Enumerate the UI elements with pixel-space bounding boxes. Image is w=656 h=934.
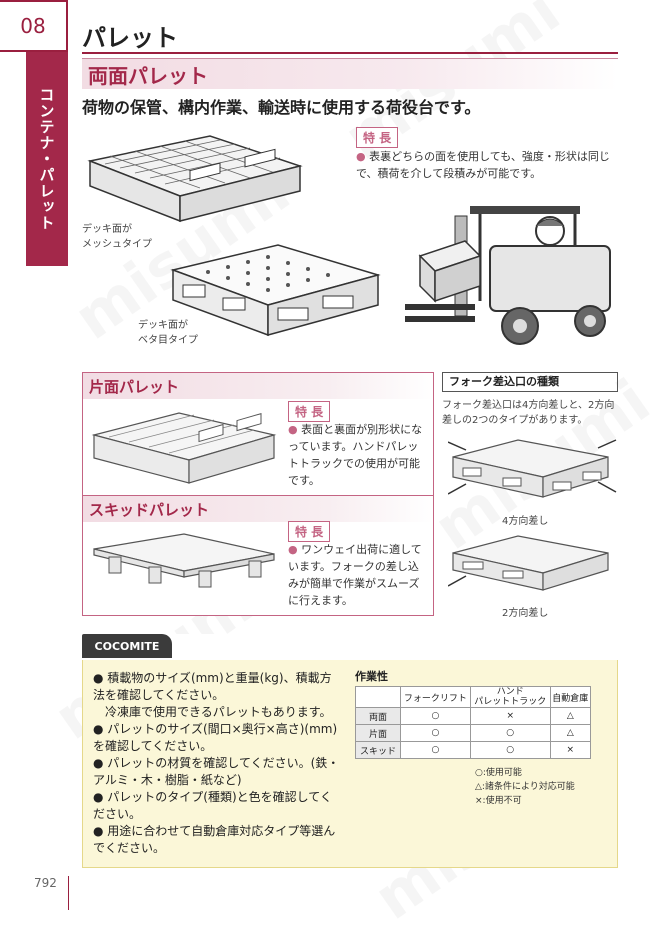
table-cell: △ [549,707,592,725]
table-cell: ○ [469,724,551,742]
skid-feature-text: ワンウェイ出荷に適しています。フォークの差し込みが簡単で作業がスムーズに行えます… [288,543,422,607]
legend-symbol: ○ [475,768,483,778]
legend-text: :使用可能 [482,768,522,778]
checklist-note: 冷凍庫で使用できるパレットもあります。 [93,704,343,721]
table-cell: 両面 [355,707,401,725]
table-cell: × [469,707,551,725]
legend-text: :諸条件により対応可能 [481,782,575,792]
table-cell: △ [549,724,592,742]
bullet-icon: ● [356,150,366,163]
checklist-item-text: 積載物のサイズ(mm)と重量(kg)、積載方法を確認してください。 [93,671,332,702]
two-way-pallet-illustration [448,535,609,591]
single-sided-feature: ● 表面と裏面が別形状になっています。ハンドパレットトラックでの使用が可能です。 [288,421,428,489]
legend-symbol: × [475,796,483,806]
mesh-pallet-illustration [87,135,303,223]
table-cell: スキッド [355,741,401,759]
double-sided-feature: ● 表裏どちらの面を使用しても、強度・形状は同じで、積荷を介して段積みが可能です… [356,148,614,182]
feature-tag: 特 長 [356,127,399,148]
four-way-pallet-illustration [448,439,617,498]
double-sided-feature-text: 表裏どちらの面を使用しても、強度・形状は同じで、積荷を介して段積みが可能です。 [356,150,610,180]
table-header-row: フォークリフト ハンド パレットトラック 自動倉庫 [355,686,592,708]
checklist-item-text: 用途に合わせて自動倉庫対応タイプ等選んでください。 [93,824,336,855]
forklift-illustration [405,206,611,345]
checklist-item-text: パレットのサイズ(間口×奥行×高さ)(mm)を確認してください。 [93,722,338,753]
table-header-cell: ハンド パレットトラック [469,686,551,708]
checklist-item-text: 冷凍庫で使用できるパレットもあります。 [105,705,332,719]
table-header-cell: フォークリフト [400,686,471,708]
table-cell: ○ [469,741,551,759]
table-header-cell: 自動倉庫 [549,686,592,708]
legend-item: ○:使用可能 [475,766,575,780]
legend-symbol: △ [475,782,482,792]
table-cell: ○ [400,741,471,759]
table-cell: 片面 [355,724,401,742]
legend-text: :使用不可 [482,796,522,806]
table-title: 作業性 [355,670,388,683]
workability-table: フォークリフト ハンド パレットトラック 自動倉庫 両面 ○ × △ 片面 ○ … [355,686,592,759]
skid-header: スキッドパレット [83,496,433,522]
page-number-divider [68,876,69,910]
section-subtitle: 荷物の保管、構内作業、輸送時に使用する荷役台です。 [82,98,481,117]
fork-entry-description: フォーク差込口は4方向差しと、2方向差しの2つのタイプがあります。 [442,400,615,426]
checklist-item: ● パレットの材質を確認してください。(鉄・アルミ・木・樹脂・紙など) [93,756,340,787]
table-header-cell [355,686,401,708]
caption-mesh-deck: デッキ面が メッシュタイプ [82,224,152,250]
page-number: 792 [34,876,57,890]
table-row: スキッド ○ ○ × [355,741,592,759]
category-tab: コンテナ・パレット [26,52,68,266]
section-title-bar [82,58,618,89]
caption-2way: 2方向差し [502,608,549,619]
legend-item: △:諸条件により対応可能 [475,780,575,794]
single-sided-feature-text: 表面と裏面が別形状になっています。ハンドパレットトラックでの使用が可能です。 [288,423,423,487]
flat-pallet-illustration [170,244,381,337]
table-cell: ○ [400,724,471,742]
feature-tag: 特 長 [288,401,331,422]
title-divider [82,52,618,54]
checklist: ● 積載物のサイズ(mm)と重量(kg)、積載方法を確認してください。 冷凍庫で… [93,670,343,857]
skid-pallet-illustration [93,533,275,588]
checklist-item: ● パレットのタイプ(種類)と色を確認してください。 [93,790,332,821]
category-tab-label: コンテナ・パレット [37,87,56,231]
legend-item: ×:使用不可 [475,794,575,808]
bullet-icon: ● [288,423,298,436]
caption-4way: 4方向差し [502,516,549,527]
box-divider [83,495,433,496]
fork-entry-title: フォーク差込口の種類 [442,372,618,392]
page-title: パレット [82,24,178,52]
checklist-item: ● 積載物のサイズ(mm)と重量(kg)、積載方法を確認してください。 [93,671,332,702]
cocomite-logo: COCOMITE [82,634,172,658]
checklist-item: ● 用途に合わせて自動倉庫対応タイプ等選んでください。 [93,824,336,855]
table-cell: ○ [400,707,471,725]
single-sided-pallet-illustration [91,412,277,484]
cocomite-box: ● 積載物のサイズ(mm)と重量(kg)、積載方法を確認してください。 冷凍庫で… [82,660,618,868]
single-sided-header: 片面パレット [83,373,433,399]
feature-tag: 特 長 [288,521,331,542]
checklist-item: ● パレットのサイズ(間口×奥行×高さ)(mm)を確認してください。 [93,722,338,753]
pallet-types-box: 片面パレット 特 長 ● 表面と裏面が別形状になっています。ハンドパレットトラッ… [82,372,434,616]
section-title: 両面パレット [88,64,208,88]
section-number: 08 [0,0,68,52]
table-legend: ○:使用可能 △:諸条件により対応可能 ×:使用不可 [475,766,575,808]
checklist-item-text: パレットのタイプ(種類)と色を確認してください。 [93,790,332,821]
caption-flat-deck: デッキ面が ベタ目タイプ [138,320,198,346]
skid-feature: ● ワンウェイ出荷に適しています。フォークの差し込みが簡単で作業がスムーズに行え… [288,541,428,609]
skid-title: スキッドパレット [89,501,210,519]
checklist-item-text: パレットの材質を確認してください。(鉄・アルミ・木・樹脂・紙など) [93,756,340,787]
table-row: 片面 ○ ○ △ [355,724,592,742]
table-row: 両面 ○ × △ [355,707,592,725]
table-cell: × [549,741,592,759]
bullet-icon: ● [288,543,298,556]
single-sided-title: 片面パレット [89,378,180,396]
